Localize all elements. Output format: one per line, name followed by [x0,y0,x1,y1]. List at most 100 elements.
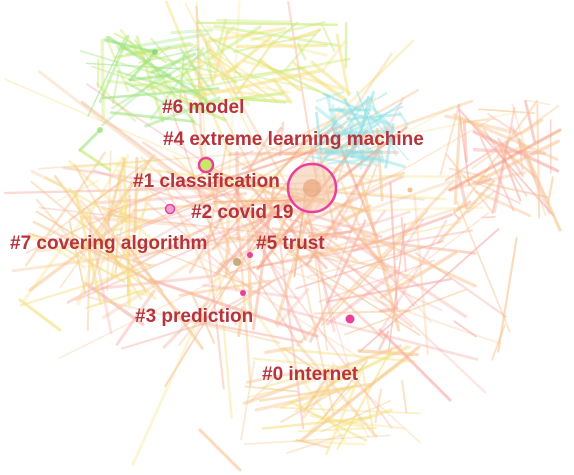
network-edge [231,278,276,310]
network-edge [96,192,248,205]
network-edge [86,197,305,268]
network-edge [371,210,386,229]
network-edge [128,171,153,287]
network-edge [196,175,235,207]
network-edge [240,360,256,441]
network-edge [150,52,197,74]
cluster-label-6: #6 model [162,97,244,118]
network-edge [184,3,265,162]
network-edge [246,230,253,316]
network-edge-accent [258,58,302,92]
cluster-label-5: #5 trust [256,233,325,254]
network-edge [216,18,292,24]
network-edge [97,197,127,275]
network-edge [126,289,152,297]
network-edge [481,181,550,199]
network-edge [110,48,212,110]
network-edge [309,413,365,429]
network-edge [164,0,232,157]
network-edge [305,149,380,267]
network-edge [31,233,87,269]
network-edge [131,194,300,213]
network-edge [30,169,63,187]
network-edge [145,201,253,291]
network-edge [309,221,329,352]
network-edge [190,291,216,344]
network-edge [324,99,474,155]
network-edge [164,231,262,388]
network-edge [242,344,402,405]
network-edge [331,362,421,443]
network-edge [227,0,241,182]
network-edge [101,206,152,224]
network-edge [35,198,95,269]
network-edge [148,278,319,338]
network-edge [467,190,496,214]
network-edge [218,175,404,266]
network-edge [84,282,145,327]
network-edge [37,235,133,253]
network-edge [459,109,554,216]
network-edge [142,141,245,210]
network-edge-accent [78,128,102,152]
network-edge [335,33,350,97]
network-edge [294,201,478,261]
network-edge [133,156,139,233]
network-edge [35,210,155,286]
network-edge [74,192,103,305]
network-edge [198,259,313,322]
network-edge [79,215,197,228]
network-edge [479,136,515,212]
network-edge [206,50,279,103]
network-edge [340,408,393,428]
cluster-label-3: #3 prediction [135,306,253,327]
network-edge [322,120,338,143]
network-edge [28,211,135,292]
node-covid [164,203,176,215]
network-edge [456,99,539,212]
network-edge [213,24,340,47]
network-edge [471,104,560,170]
network-edge [194,320,303,344]
network-edge [208,25,262,61]
network-edge [456,201,511,333]
network-edge [251,229,474,269]
network-edge [75,207,288,301]
network-edge [296,257,421,336]
network-edge [469,179,521,205]
network-edge [287,206,484,215]
network-edge [117,169,124,224]
network-edge [477,108,536,114]
network-edge [107,191,161,214]
network-edge-accent [518,138,562,232]
network-edge [309,155,372,168]
network-edge [206,132,230,244]
network-edge [341,152,379,161]
network-edge [73,163,147,294]
network-edge [444,131,521,182]
network-edge [320,40,346,73]
network-edge-accent [198,428,242,472]
network-edge [232,184,308,341]
network-edge [62,166,226,193]
network-edge [456,171,468,209]
network-edge [491,324,506,361]
network-edge [125,81,176,110]
network-edge [209,49,284,97]
network-edge [103,211,125,219]
network-edge [320,360,368,421]
network-edge [286,253,401,269]
network-edge [90,157,126,287]
network-edge [350,165,378,233]
network-edge [85,289,145,310]
network-edge [44,176,136,228]
network-edge [195,166,364,211]
network-edge [357,417,370,438]
network-edge [300,345,421,442]
network-edge [415,252,508,319]
network-edge [293,183,353,378]
network-edge [235,150,240,241]
network-edge [25,149,254,254]
network-edge [189,59,218,66]
